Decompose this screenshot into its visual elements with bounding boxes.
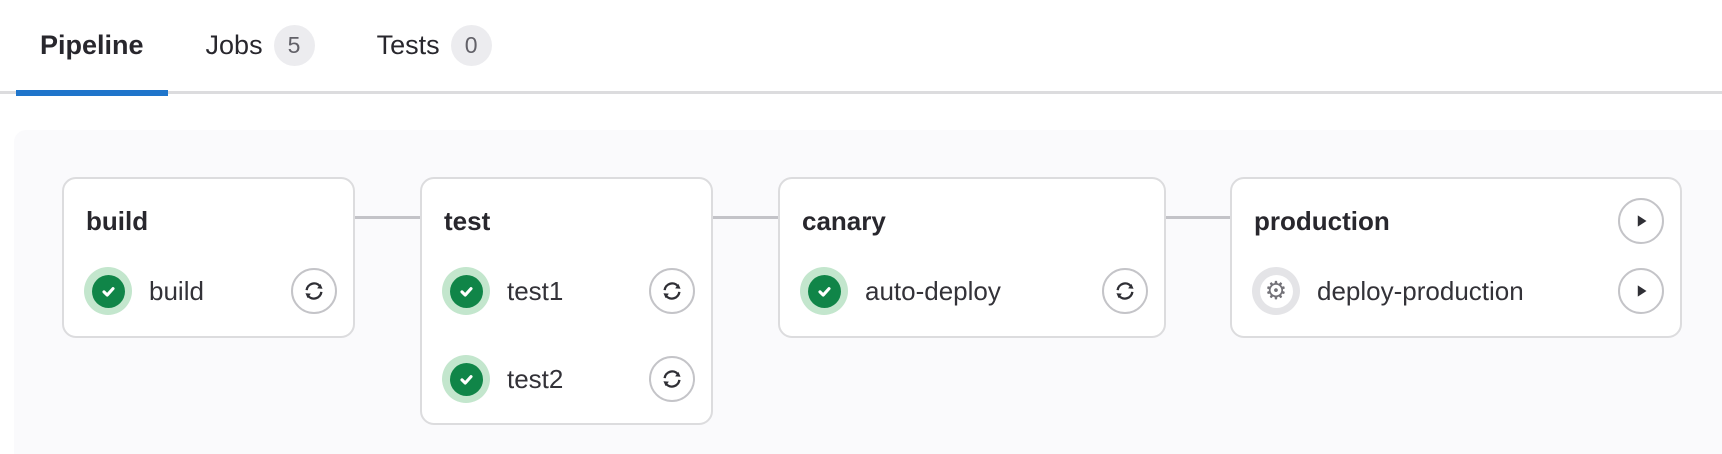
job-name: test2 <box>507 363 564 394</box>
check-icon <box>101 286 115 297</box>
tab-tests[interactable]: Tests 0 <box>353 0 516 93</box>
stage-title: canary <box>802 206 886 236</box>
retry-job-button[interactable] <box>1102 268 1148 314</box>
tests-count-badge: 0 <box>450 25 492 66</box>
tab-jobs-label: Jobs <box>205 30 263 60</box>
retry-job-button[interactable] <box>649 356 695 402</box>
play-job-button[interactable] <box>1618 268 1664 314</box>
job-name: auto-deploy <box>865 275 1001 306</box>
check-icon <box>817 286 831 297</box>
stage-connector-canary-production <box>1166 216 1230 219</box>
tab-pipeline[interactable]: Pipeline <box>16 0 168 96</box>
check-icon <box>459 374 473 385</box>
stage-card-build: build build <box>62 177 355 338</box>
stage-title: production <box>1254 206 1390 236</box>
stage-header-canary: canary <box>780 201 1164 241</box>
stage-header-production: production <box>1232 198 1680 244</box>
stage-title: build <box>86 206 149 236</box>
stage-card-canary: canary auto-deploy <box>778 177 1166 338</box>
job-row-test1[interactable]: test1 <box>442 267 695 315</box>
status-success-icon <box>442 355 490 403</box>
stage-header-build: build <box>64 201 353 241</box>
jobs-count-badge: 5 <box>273 25 315 66</box>
stage-header-test: test <box>422 201 711 241</box>
job-row-build[interactable]: build <box>84 267 337 315</box>
retry-icon <box>663 282 681 300</box>
tab-tests-label: Tests <box>376 30 440 60</box>
stage-connector-build-test <box>355 216 420 219</box>
retry-job-button[interactable] <box>291 268 337 314</box>
stage-title: test <box>444 206 491 236</box>
status-success-icon <box>442 267 490 315</box>
retry-icon <box>1116 282 1134 300</box>
job-name: build <box>149 275 204 306</box>
job-row-test2[interactable]: test2 <box>442 355 695 403</box>
job-name: deploy-production <box>1317 275 1524 306</box>
job-name: test1 <box>507 275 564 306</box>
play-icon <box>1637 285 1647 297</box>
tab-jobs[interactable]: Jobs 5 <box>182 0 339 93</box>
status-manual-icon: ⚙ <box>1252 267 1300 315</box>
pipeline-graph-panel: build build <box>14 130 1722 454</box>
check-icon <box>459 286 473 297</box>
pipeline-tab-bar: Pipeline Jobs 5 Tests 0 <box>0 0 1722 96</box>
retry-icon <box>305 282 323 300</box>
status-success-icon <box>84 267 132 315</box>
job-row-deploy-production[interactable]: ⚙ deploy-production <box>1252 267 1664 315</box>
stage-card-production: production ⚙ deploy-production <box>1230 177 1682 338</box>
job-row-auto-deploy[interactable]: auto-deploy <box>800 267 1148 315</box>
retry-job-button[interactable] <box>649 268 695 314</box>
retry-icon <box>663 370 681 388</box>
tab-pipeline-label: Pipeline <box>40 30 144 60</box>
stage-card-test: test test1 <box>420 177 713 425</box>
play-stage-button[interactable] <box>1618 198 1664 244</box>
stage-connector-test-canary <box>713 216 778 219</box>
status-success-icon <box>800 267 848 315</box>
gear-icon: ⚙ <box>1259 274 1293 308</box>
play-icon <box>1637 215 1647 227</box>
